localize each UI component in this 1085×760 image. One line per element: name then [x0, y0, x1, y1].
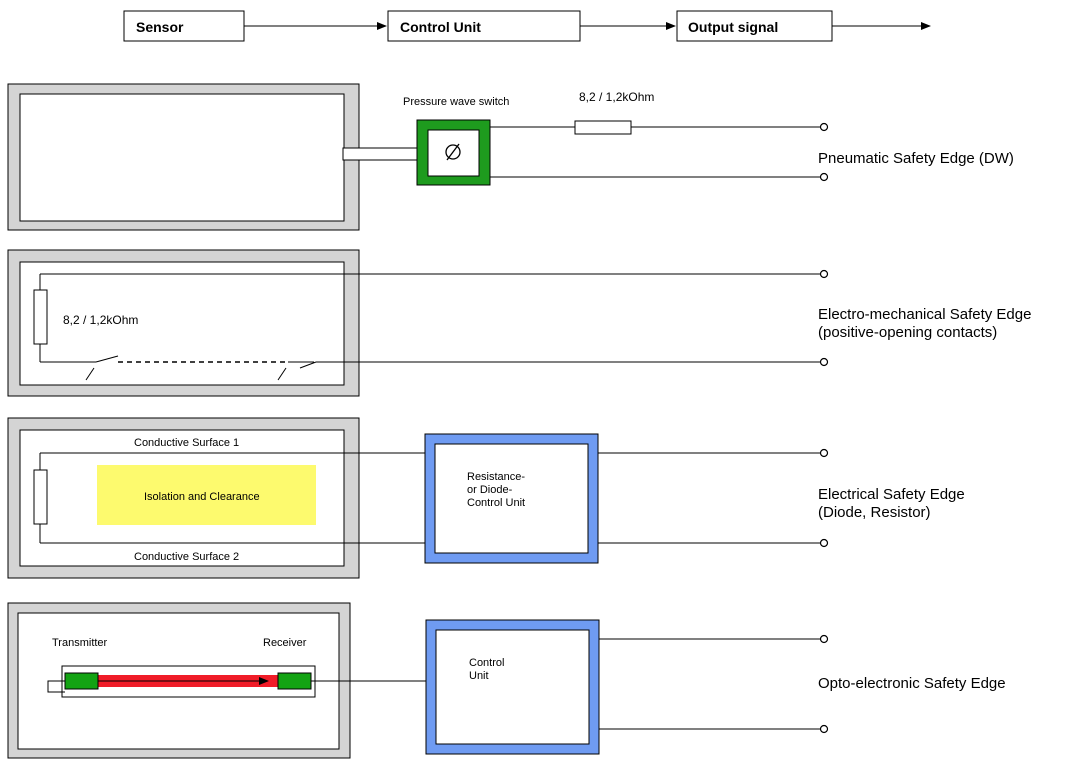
el-edge-label-1: Electrical Safety Edge [818, 486, 965, 503]
el-terminal-bottom [819, 538, 829, 548]
sensor-label: Sensor [136, 19, 184, 35]
electrical-safety-edge: Conductive Surface 1 Conductive Surface … [7, 417, 965, 579]
el-resistor [33, 469, 48, 525]
el-edge-label-2: (Diode, Resistor) [818, 504, 931, 521]
transmitter-led [64, 672, 99, 690]
em-contact-stroke-1 [85, 367, 95, 381]
el-terminal-top [819, 448, 829, 458]
opto-unit-line-1: Control [469, 657, 504, 669]
em-contact-1 [95, 355, 119, 363]
control-unit-label: Control Unit [400, 19, 481, 35]
em-edge-label-2: (positive-opening contacts) [818, 324, 997, 341]
opto-electronic-safety-edge: Transmitter Receiver Control Unit Opto-e… [7, 602, 1006, 759]
pneumatic-sensor-body [19, 93, 345, 222]
opto-edge-label: Opto-electronic Safety Edge [818, 675, 1006, 692]
isolation-clearance-area [97, 465, 316, 525]
el-unit-line-2: or Diode- [467, 484, 513, 496]
pressure-wave-switch-label: Pressure wave switch [403, 96, 509, 108]
output-signal-box [676, 10, 833, 42]
el-unit-line-1: Resistance- [467, 471, 525, 483]
opto-terminal-bottom [819, 724, 829, 734]
em-contact-2 [299, 361, 317, 369]
em-contact-stroke-2 [277, 367, 287, 381]
receiver-led [277, 672, 312, 690]
transmitter-wire [47, 680, 65, 693]
em-terminal-top [819, 269, 829, 279]
pneumatic-edge-label: Pneumatic Safety Edge (DW) [818, 150, 1014, 167]
pneumatic-safety-edge: Pressure wave switch 8,2 / 1,2kOhm Pneum… [7, 83, 1014, 231]
pneumatic-terminal-top [819, 122, 829, 132]
el-unit-line-3: Control Unit [467, 497, 525, 509]
transmitter-label: Transmitter [52, 637, 108, 649]
electromechanical-safety-edge: 8,2 / 1,2kOhm Electro-mechanical Safety … [7, 249, 1031, 397]
opto-terminal-top [819, 634, 829, 644]
isolation-clearance-label: Isolation and Clearance [144, 491, 260, 503]
em-resistor-label: 8,2 / 1,2kOhm [63, 313, 138, 327]
pneumatic-resistor-label: 8,2 / 1,2kOhm [579, 90, 654, 104]
pneumatic-terminal-bottom [819, 172, 829, 182]
em-edge-label-1: Electro-mechanical Safety Edge [818, 306, 1031, 323]
header-flow: Sensor Control Unit Output signal [123, 10, 931, 42]
resistance-diode-control-unit-inner [434, 443, 589, 554]
switch-symbol-icon [445, 143, 461, 161]
control-unit-box [387, 10, 581, 42]
conductive-surface-1-label: Conductive Surface 1 [134, 437, 239, 449]
opto-control-unit-inner [435, 629, 590, 745]
pneumatic-hose [342, 147, 428, 161]
em-resistor [33, 289, 48, 345]
electromechanical-sensor-body [19, 261, 345, 386]
conductive-surface-2-label: Conductive Surface 2 [134, 551, 239, 563]
sensor-box [123, 10, 245, 42]
em-terminal-bottom [819, 357, 829, 367]
opto-unit-line-2: Unit [469, 670, 489, 682]
pressure-wave-switch-inner [427, 129, 480, 177]
pneumatic-resistor [574, 120, 632, 135]
output-signal-label: Output signal [688, 19, 778, 35]
receiver-label: Receiver [263, 637, 307, 649]
